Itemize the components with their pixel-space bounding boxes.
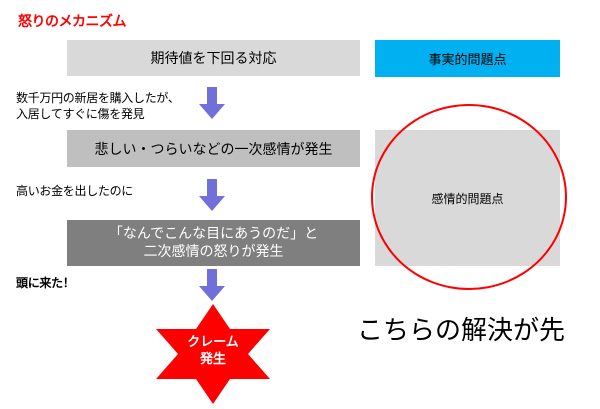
complaint-occurs-label: クレーム 発生 bbox=[156, 334, 270, 368]
star-line: 発生 bbox=[199, 352, 226, 367]
resolve-first-callout: こちらの解決が先 bbox=[357, 316, 566, 346]
six-point-star-icon bbox=[156, 304, 270, 404]
note-line: 数千万円の新居を購入したが、 bbox=[16, 91, 180, 105]
step-line: 「なんでこんな目にあうのだ」と bbox=[108, 226, 319, 242]
note-paid-a-lot: 高いお金を出したのに bbox=[16, 184, 134, 198]
note-line: 入居してすぐに傷を発見 bbox=[16, 107, 145, 121]
down-arrow-icon bbox=[199, 269, 225, 301]
diagram-title: 怒りのメカニズム bbox=[18, 14, 127, 30]
note-got-angry: 頭に来た！ bbox=[16, 276, 75, 290]
step-line: 二次感情の怒りが発生 bbox=[143, 244, 284, 260]
step-expectation-shortfall: 期待値を下回る対応 bbox=[67, 40, 360, 76]
down-arrow-icon bbox=[199, 179, 225, 211]
star-line: クレーム bbox=[187, 335, 239, 350]
step-secondary-emotion-anger: 「なんでこんな目にあうのだ」と 二次感情の怒りが発生 bbox=[67, 220, 360, 266]
factual-problem-box: 事実的問題点 bbox=[375, 40, 560, 77]
note-purchase-damage: 数千万円の新居を購入したが、 入居してすぐに傷を発見 bbox=[16, 90, 180, 122]
step-primary-emotion: 悲しい・つらいなどの一次感情が発生 bbox=[67, 130, 360, 167]
down-arrow-icon bbox=[199, 87, 225, 119]
highlight-circle bbox=[371, 104, 567, 290]
